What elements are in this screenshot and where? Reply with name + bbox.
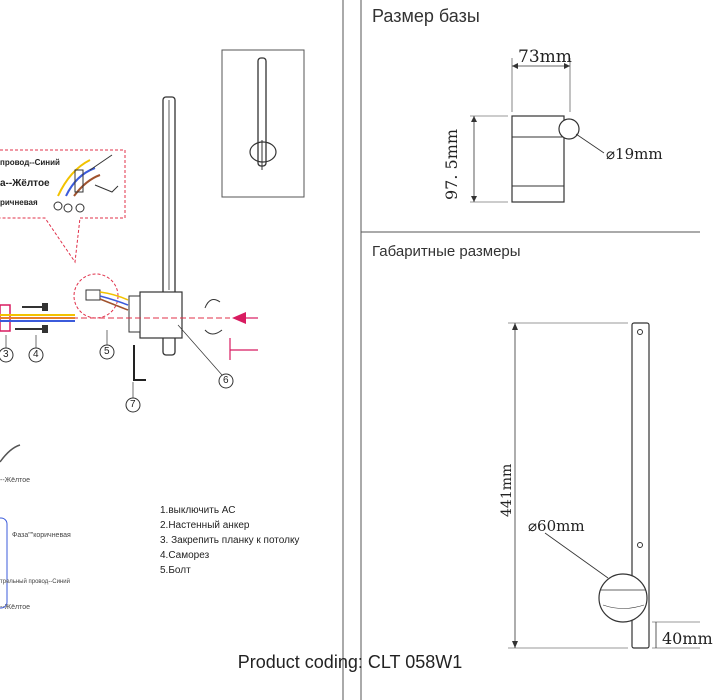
dim-ball-diameter: ⌀60mm [528,517,585,535]
wire-label-neutral: провод--Синий [0,158,60,167]
callout-5: 5 [104,346,110,357]
callout-7: 7 [130,399,136,410]
callout-circles [0,324,234,413]
lamp-side-view [128,96,223,356]
installation-steps: 1.выключить АС 2.Настенный анкер 3. Закр… [160,503,299,578]
callout-6: 6 [223,375,229,386]
dim-bottom: 40mm [662,629,713,648]
mounting-parts [0,303,75,333]
wiring-callout-frame [0,149,126,264]
step-4: 4.Саморез [160,550,210,561]
note-neutral-blue: трельный провод--Синий [0,579,70,585]
connector-detail [73,273,129,319]
step-3: 3. Закрепить планку к потолку [160,535,300,546]
left-wiring-sketch [0,444,21,609]
step-1: 1.выключить АС [160,505,236,516]
note-yellow: --Жёлтое [0,477,31,484]
wiring-detail-top [53,154,119,213]
step-2: 2.Настенный анкер [160,520,250,531]
callout-4: 4 [33,349,39,360]
note-phase-brown: Фаза""коричневая [12,532,71,539]
dim-base-width: 73mm [518,47,572,67]
base-size-title: Размер базы [372,6,480,26]
callout-3: 3 [3,349,9,360]
wire-label-phase: а--Жёлтое [0,178,50,189]
thumbnail-product [221,49,305,198]
arrow-head [232,312,246,324]
note-yellow-2: --Жёлтое [0,604,31,611]
base-drawing [470,58,605,203]
dim-overall-height: 441mm [499,463,515,517]
product-coding: Product coding: CLT 058W1 [237,652,463,672]
hex-key [133,345,146,381]
step-5: 5.Болт [160,565,191,576]
overall-size-title: Габаритные размеры [372,243,521,260]
dim-base-height: 97. 5mm [442,128,461,200]
dim-base-diameter: ⌀19mm [606,145,663,163]
overall-drawing [508,322,700,649]
wire-label-brown: ричневая [0,198,38,207]
